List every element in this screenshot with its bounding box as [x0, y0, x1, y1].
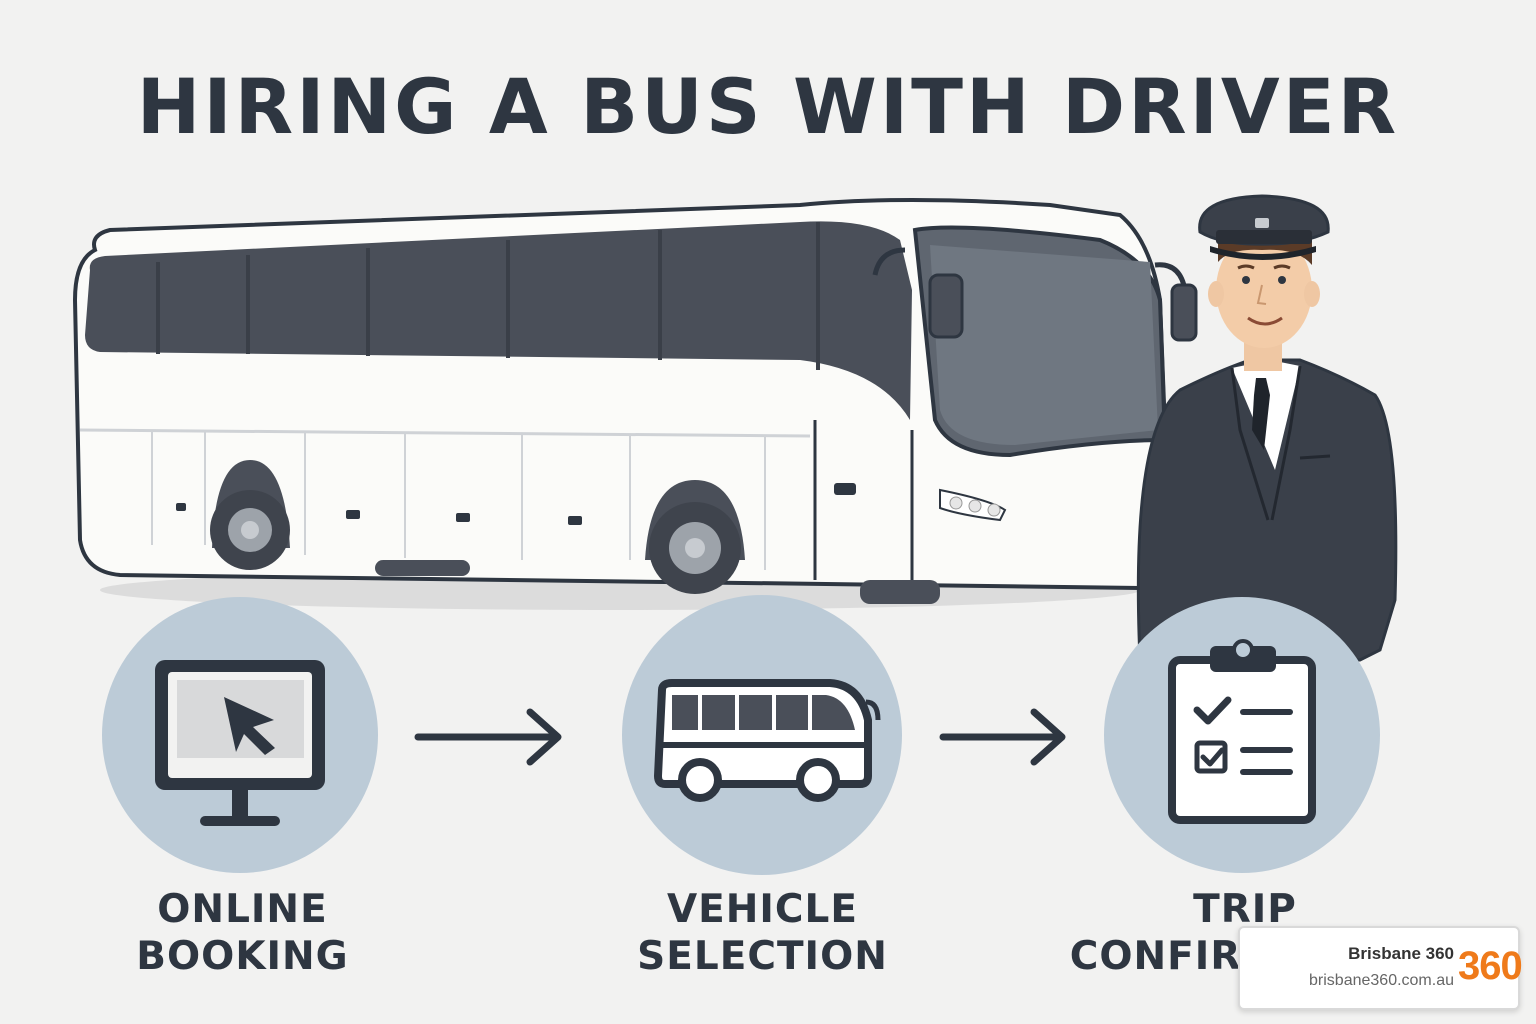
clipboard-checklist-icon	[1168, 639, 1316, 824]
step-label-line1: TRIP	[1193, 887, 1297, 932]
step-label-line1: VEHICLE	[666, 887, 859, 932]
badge-url: brisbane360.com.au	[1309, 972, 1454, 989]
page-title: HIRING A BUS WITH DRIVER	[136, 62, 1400, 151]
arrow-step2-to-step3	[939, 708, 1066, 766]
computer-monitor-cursor-icon	[155, 660, 325, 826]
badge-name: Brisbane 360	[1348, 944, 1454, 963]
brisbane360-badge: Brisbane 360 brisbane360.com.au 360	[1238, 926, 1523, 1010]
step-label-line1: ONLINE	[157, 887, 328, 932]
step-label-line2: SELECTION	[637, 934, 888, 979]
step-label-line2: BOOKING	[136, 934, 349, 979]
bus-driver-illustration	[1136, 194, 1398, 662]
badge-logo: 360	[1458, 944, 1523, 988]
arrow-step1-to-step2	[414, 708, 562, 766]
step-label-vehicle-selection: VEHICLE SELECTION	[620, 886, 905, 980]
bus-icon	[653, 679, 881, 802]
step-label-online-booking: ONLINE BOOKING	[110, 886, 375, 980]
coach-bus-illustration	[72, 198, 1198, 604]
